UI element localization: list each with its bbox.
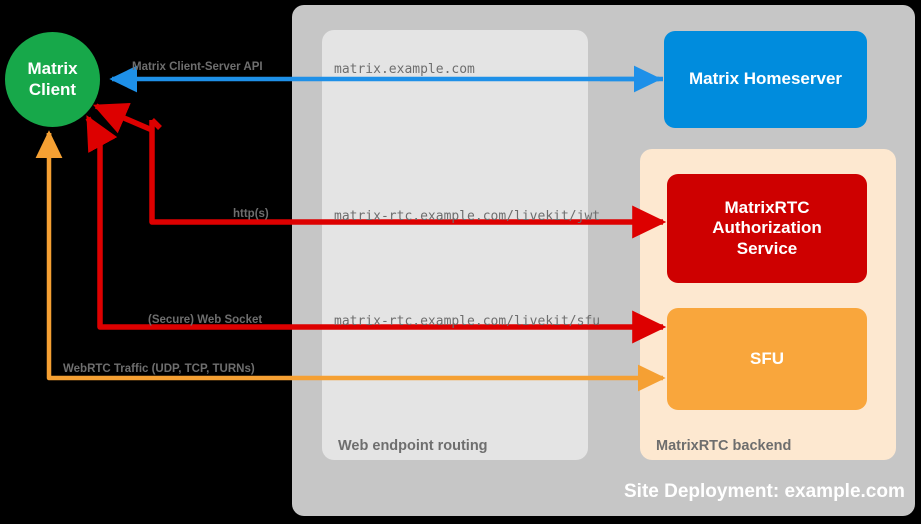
endpoint-label-livekit-jwt: matrix-rtc.example.com/livekit/jwt [334,209,601,224]
node-matrix-client[interactable] [5,32,100,127]
group-caption-matrixrtc-backend: MatrixRTC backend [656,438,792,454]
edge-label-client-server-api: Matrix Client-Server API [132,61,263,73]
edge-label-http: http(s) [233,208,269,220]
node-matrix-homeserver[interactable] [664,31,867,128]
endpoint-label-livekit-sfu: matrix-rtc.example.com/livekit/sfu [334,314,601,329]
endpoint-label-matrix: matrix.example.com [334,62,475,77]
group-web-endpoint-routing [322,30,588,460]
group-caption-web-endpoint-routing: Web endpoint routing [338,438,488,454]
node-sfu[interactable] [667,308,867,410]
node-matrixrtc-authorization-service[interactable] [667,174,867,283]
group-caption-site-deployment: Site Deployment: example.com [624,481,905,502]
edge-jwt-http [149,118,667,239]
edge-jwt-http-arrowhead [92,102,154,134]
edge-label-webrtc-traffic: WebRTC Traffic (UDP, TCP, TURNs) [63,363,255,375]
edge-label-web-socket: (Secure) Web Socket [148,314,263,326]
edge-webrtc-media [35,130,666,392]
edge-sfu-websocket [85,115,667,344]
